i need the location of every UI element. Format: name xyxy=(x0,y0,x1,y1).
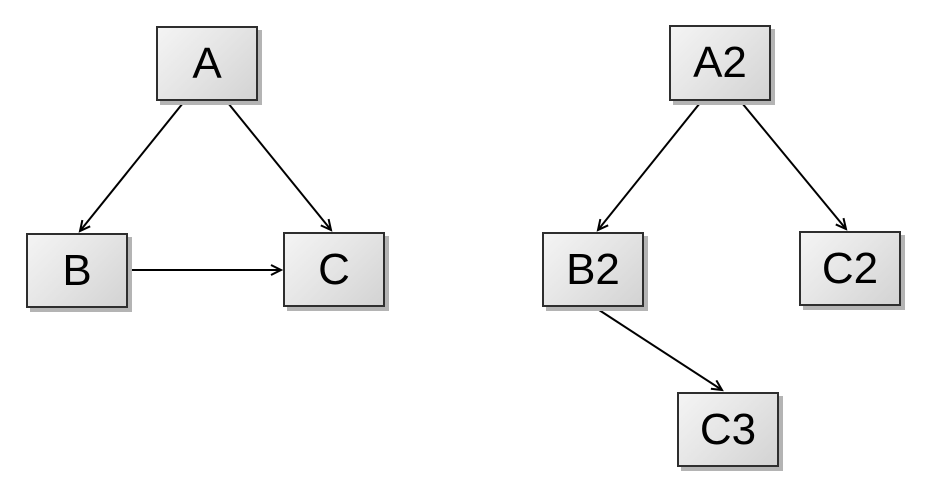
node-A2[interactable]: A2 xyxy=(669,25,771,101)
node-B-label: B xyxy=(62,245,92,295)
edge-A2-C2[interactable] xyxy=(741,102,848,231)
node-C2-label: C2 xyxy=(821,243,879,293)
node-B2-label: B2 xyxy=(566,244,620,294)
node-C-label: C xyxy=(318,244,350,294)
node-A2-label: A2 xyxy=(693,38,747,87)
node-A[interactable]: A xyxy=(156,26,258,101)
node-A-label: A xyxy=(192,38,222,88)
node-C3-label: C3 xyxy=(699,404,757,454)
node-C[interactable]: C xyxy=(283,232,385,307)
node-C2[interactable]: C2 xyxy=(799,231,901,306)
edge-A-C[interactable] xyxy=(227,102,333,232)
node-B2[interactable]: B2 xyxy=(542,232,644,307)
edge-B2-C3[interactable] xyxy=(595,307,724,392)
edge-A2-B2[interactable] xyxy=(596,102,701,232)
node-C3[interactable]: C3 xyxy=(677,392,779,467)
node-B[interactable]: B xyxy=(26,233,128,308)
edge-A-B[interactable] xyxy=(78,102,184,233)
